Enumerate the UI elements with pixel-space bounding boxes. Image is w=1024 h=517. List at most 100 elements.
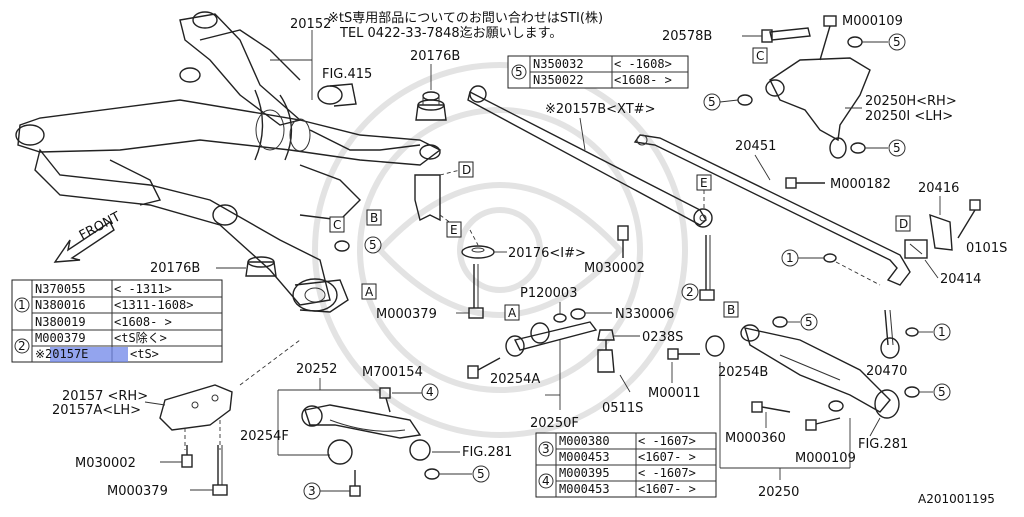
- t1-range-3: <1608- >: [114, 315, 172, 329]
- label-0101s: 0101S: [966, 241, 1007, 256]
- bolt-0101s[interactable]: [957, 199, 981, 239]
- table-circle3-4: 3 4 M000380 < -1607> M000453 <1607- > M0…: [535, 432, 717, 498]
- washer-p120003[interactable]: [553, 313, 567, 323]
- label-20254f: 20254F: [240, 429, 289, 444]
- tag-e-center: E: [450, 223, 458, 237]
- label-20451: 20451: [735, 139, 776, 154]
- bolt-m000379-bot[interactable]: [212, 445, 228, 496]
- bracket-20416[interactable]: [929, 213, 953, 251]
- stabilizer-bar-20451[interactable]: [633, 134, 911, 286]
- label-fig281-mid: FIG.281: [462, 445, 512, 460]
- end-link-20470[interactable]: [880, 309, 900, 359]
- t2-range-1: <tS除く>: [114, 330, 167, 345]
- t3-range-1: < -1607>: [638, 434, 696, 448]
- label-20176b-top: 20176B: [410, 49, 460, 64]
- circle-num-5-g: 5: [477, 467, 485, 481]
- figure-code: A201001195: [918, 492, 995, 506]
- label-fig415: FIG.415: [322, 67, 372, 82]
- bolt-m000109-bot[interactable]: [805, 417, 841, 431]
- label-20414: 20414: [940, 272, 981, 287]
- circle-num-4-link: 4: [426, 385, 434, 399]
- circle-num-5-table: 5: [515, 65, 523, 79]
- label-20250: 20250: [758, 485, 799, 500]
- nut-circle5-subframe[interactable]: [334, 240, 350, 252]
- nut-circle5-lower2[interactable]: [904, 386, 920, 398]
- tag-c-upper: C: [756, 49, 764, 63]
- label-m000379-bot: M000379: [107, 484, 168, 499]
- bolt-m700154[interactable]: [467, 357, 501, 379]
- bracket-20157[interactable]: [159, 384, 233, 431]
- bolt-circle4[interactable]: [379, 387, 391, 413]
- circle-num-1-a: 1: [786, 251, 794, 265]
- label-m000109-top: M000109: [842, 14, 903, 29]
- label-20254b: 20254B: [718, 365, 768, 380]
- circle-num-3-link: 3: [308, 484, 316, 498]
- tag-a-subframe: A: [365, 285, 374, 299]
- tag-b-lower: B: [727, 303, 735, 317]
- nut-circle5-arm-left[interactable]: [737, 94, 753, 106]
- bushing-20414[interactable]: [904, 239, 928, 259]
- label-m030002-mid: M030002: [584, 261, 645, 276]
- bolt-m030002-bot[interactable]: [181, 445, 193, 468]
- label-20254a: 20254A: [490, 372, 540, 387]
- label-0511s: 0511S: [602, 401, 643, 416]
- label-20157a-lh: 20157A<LH>: [52, 403, 141, 418]
- t5-part-1: N350032: [533, 57, 584, 71]
- label-20416: 20416: [918, 181, 959, 196]
- bolt-m000109-top[interactable]: [819, 15, 837, 61]
- stabilizer-bar-20157b[interactable]: [467, 85, 713, 228]
- bolt-20578b[interactable]: [761, 27, 811, 43]
- nut-circle5-lower1[interactable]: [772, 316, 788, 328]
- upper-arm-20250h[interactable]: [765, 57, 871, 159]
- mount-20176b-top[interactable]: [415, 91, 447, 121]
- circle-num-5-b: 5: [708, 95, 716, 109]
- watermark-emblem: [312, 62, 688, 438]
- bolt-m000360[interactable]: [751, 401, 791, 413]
- label-n330006: N330006: [615, 307, 674, 322]
- bolt-m00011[interactable]: [667, 348, 700, 360]
- label-m030002-bot: M030002: [75, 456, 136, 471]
- lower-arm-20254b[interactable]: [705, 324, 900, 419]
- circle-num-3-table: 3: [542, 442, 550, 456]
- nut-circle5-top[interactable]: [847, 36, 863, 48]
- t5-range-1: < -1608>: [614, 57, 672, 71]
- mount-20176b-left[interactable]: [245, 256, 277, 277]
- subframe-crossmember[interactable]: [15, 11, 442, 313]
- bolt-m030002-mid[interactable]: [617, 225, 629, 258]
- t4-range-2: <1607- >: [638, 482, 696, 496]
- lateral-link-20254a[interactable]: [505, 321, 615, 373]
- nut-circle5-arm-right[interactable]: [850, 142, 866, 154]
- front-arrow-icon: [53, 220, 115, 263]
- bolt-circle3[interactable]: [349, 470, 361, 497]
- label-m000360: M000360: [725, 431, 786, 446]
- nut-circle5-lower3[interactable]: [828, 400, 844, 412]
- mount-20176-i[interactable]: [461, 245, 495, 259]
- t3-range-2: <1607- >: [638, 450, 696, 464]
- t1-range-2: <1311-1608>: [114, 298, 193, 312]
- circle-num-2-table: 2: [18, 339, 26, 353]
- label-20176-i: 20176<I#>: [508, 246, 586, 261]
- label-20157-rh: 20157 <RH>: [62, 389, 148, 404]
- tag-d-center: D: [462, 163, 471, 177]
- t5-part-2: N350022: [533, 73, 584, 87]
- t4-part-2: M000453: [559, 482, 610, 496]
- label-m00011: M00011: [648, 386, 701, 401]
- nut-n330006[interactable]: [570, 308, 586, 320]
- label-m700154: M700154: [362, 365, 423, 380]
- tag-a-lateral: A: [508, 306, 517, 320]
- washer-circle1-lower[interactable]: [905, 327, 919, 337]
- nut-0238s[interactable]: [597, 329, 615, 341]
- circle-num-2-bolt: 2: [686, 285, 694, 299]
- trailing-link-20252[interactable]: [301, 404, 431, 465]
- label-0238s: 0238S: [642, 330, 683, 345]
- table-circle1-2: 1 2 N370055 < -1311> N380016 <1311-1608>…: [11, 279, 223, 363]
- nut-circle5-link[interactable]: [424, 468, 440, 480]
- washer-circle1-upper[interactable]: [823, 253, 837, 263]
- bushing-fig415[interactable]: [317, 83, 357, 107]
- label-20250i: 20250I <LH>: [865, 109, 953, 124]
- tag-e-right: E: [700, 176, 708, 190]
- label-20578b: 20578B: [662, 29, 712, 44]
- t1-part-1: N370055: [35, 282, 86, 296]
- bolt-circle2[interactable]: [699, 235, 715, 301]
- bolt-m000182[interactable]: [785, 177, 825, 189]
